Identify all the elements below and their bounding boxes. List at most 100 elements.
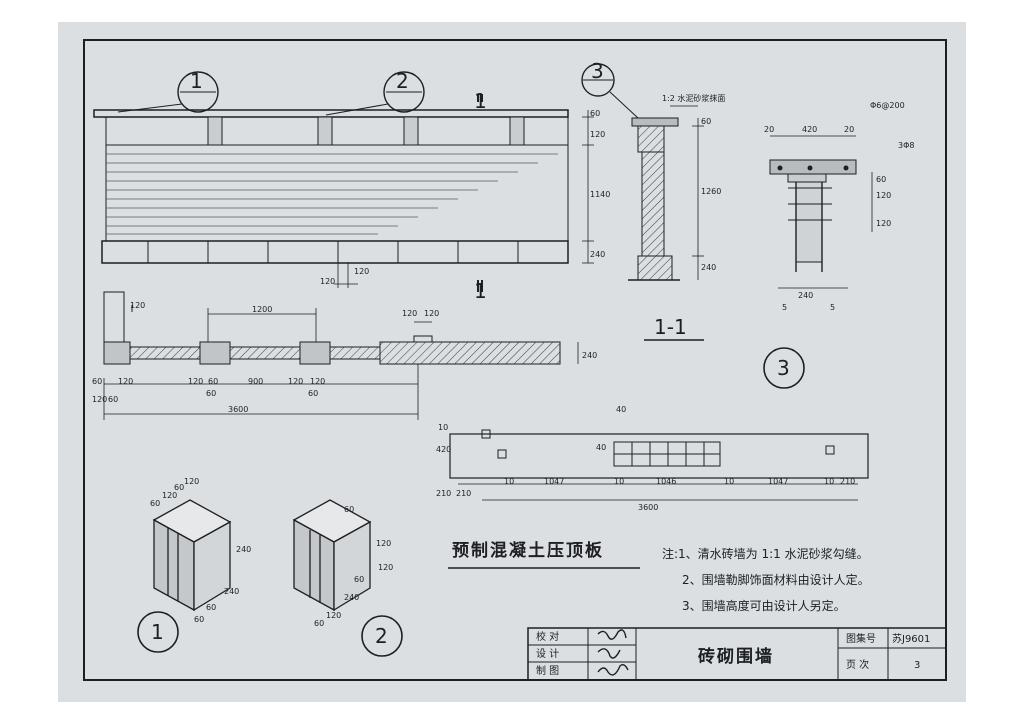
svg-text:120: 120 [184,477,199,486]
svg-text:3Φ8: 3Φ8 [898,141,914,150]
section-note: 1:2 水泥砂浆抹面 [662,93,725,103]
svg-text:240: 240 [582,351,597,360]
svg-text:制 图: 制 图 [536,664,559,677]
svg-text:1140: 1140 [590,190,610,199]
detail-3 [769,135,873,289]
svg-text:40: 40 [596,443,606,452]
svg-text:210: 210 [840,477,855,486]
svg-text:3600: 3600 [228,405,248,414]
svg-text:120: 120 [310,377,325,386]
svg-text:120: 120 [876,191,891,200]
svg-text:210: 210 [436,489,451,498]
svg-text:120: 120 [130,301,145,310]
svg-text:120: 120 [876,219,891,228]
svg-text:120: 120 [326,611,341,620]
svg-text:设 计: 设 计 [536,647,559,660]
block-detail-2 [292,499,372,612]
svg-text:Φ6@200: Φ6@200 [870,101,905,110]
svg-text:60: 60 [206,389,216,398]
block-2-label: 2 [361,615,403,657]
svg-text:注:1、清水砖墙为 1:1 水泥砂浆勾缝。: 注:1、清水砖墙为 1:1 水泥砂浆勾缝。 [662,546,869,561]
title-block-text: 校 对 设 计 制 图 砖砌围墙 图集号 苏J9601 页 次 3 [536,630,930,677]
svg-text:900: 900 [248,377,263,386]
svg-text:120: 120 [424,309,439,318]
section-label-1-1: 1-1 [654,315,687,339]
slab-title: 预制混凝土压顶板 [452,540,604,561]
svg-text:210: 210 [456,489,471,498]
section-mark-top: 1 [474,89,487,113]
svg-text:120: 120 [590,130,605,139]
svg-text:2: 2 [375,624,388,648]
slab-dimensions: 40 420 10 40 210 210 10 1047 10 1046 10 … [436,405,855,512]
svg-text:60: 60 [354,575,364,584]
svg-text:60: 60 [701,117,711,126]
sheet-border [83,39,947,681]
svg-text:240: 240 [590,250,605,259]
svg-text:120: 120 [288,377,303,386]
svg-text:60: 60 [150,499,160,508]
block-1-label: 1 [137,611,179,653]
svg-text:420: 420 [802,125,817,134]
section-1-1 [628,105,704,281]
svg-text:图集号: 图集号 [846,632,876,645]
svg-text:120: 120 [162,491,177,500]
svg-text:40: 40 [616,405,626,414]
svg-text:120: 120 [320,277,335,286]
precast-slab [449,429,869,501]
svg-text:1: 1 [190,69,203,93]
svg-text:20: 20 [764,125,774,134]
svg-text:240: 240 [236,545,251,554]
svg-text:60: 60 [208,377,218,386]
detail-3-label: 3 [763,347,805,389]
svg-text:页 次: 页 次 [846,658,869,671]
svg-text:120: 120 [402,309,417,318]
block-detail-1 [152,499,232,612]
wall-elevation [93,94,594,292]
svg-text:120: 120 [188,377,203,386]
title-block [527,627,947,681]
callout-2: 2 [325,69,425,116]
svg-text:5: 5 [782,303,787,312]
svg-text:60: 60 [194,615,204,624]
plan-dimensions: 120 1200 120 120 240 60 120 120 60 900 1… [92,301,597,414]
svg-text:10: 10 [724,477,734,486]
svg-text:3: 3 [777,356,790,380]
elevation-dimensions: 60 120 1140 240 120 120 [320,109,610,286]
svg-text:1: 1 [151,620,164,644]
svg-text:60: 60 [174,483,184,492]
svg-text:10: 10 [438,423,448,432]
wall-plan [103,291,579,420]
svg-text:60: 60 [308,389,318,398]
svg-text:240: 240 [798,291,813,300]
svg-text:240: 240 [701,263,716,272]
svg-text:240: 240 [344,593,359,602]
svg-text:420: 420 [436,445,451,454]
svg-text:120: 120 [354,267,369,276]
svg-text:1200: 1200 [252,305,272,314]
svg-text:120: 120 [92,395,107,404]
svg-text:20: 20 [844,125,854,134]
svg-text:1260: 1260 [701,187,721,196]
svg-text:1046: 1046 [656,477,676,486]
svg-text:1047: 1047 [544,477,564,486]
svg-text:2: 2 [396,69,409,93]
callout-1: 1 [117,69,219,113]
svg-text:2、围墙勒脚饰面材料由设计人定。: 2、围墙勒脚饰面材料由设计人定。 [682,572,870,587]
drawing-sheet: 1 2 1 1 60 120 1140 240 120 120 3 1:2 水泥… [58,22,966,702]
svg-text:60: 60 [876,175,886,184]
svg-text:3、围墙高度可由设计人另定。: 3、围墙高度可由设计人另定。 [682,598,846,613]
svg-text:3: 3 [914,660,920,671]
section-dimensions: 60 1260 240 [701,117,721,272]
svg-text:240: 240 [224,587,239,596]
svg-text:60: 60 [206,603,216,612]
svg-text:60: 60 [92,377,102,386]
svg-text:120: 120 [118,377,133,386]
section-mark-bottom: 1 [474,279,487,303]
callout-3: 3 [581,59,639,119]
svg-text:120: 120 [376,539,391,548]
svg-text:60: 60 [108,395,118,404]
svg-text:砖砌围墙: 砖砌围墙 [698,646,774,667]
svg-text:10: 10 [504,477,514,486]
svg-text:3: 3 [591,59,604,83]
svg-text:10: 10 [824,477,834,486]
